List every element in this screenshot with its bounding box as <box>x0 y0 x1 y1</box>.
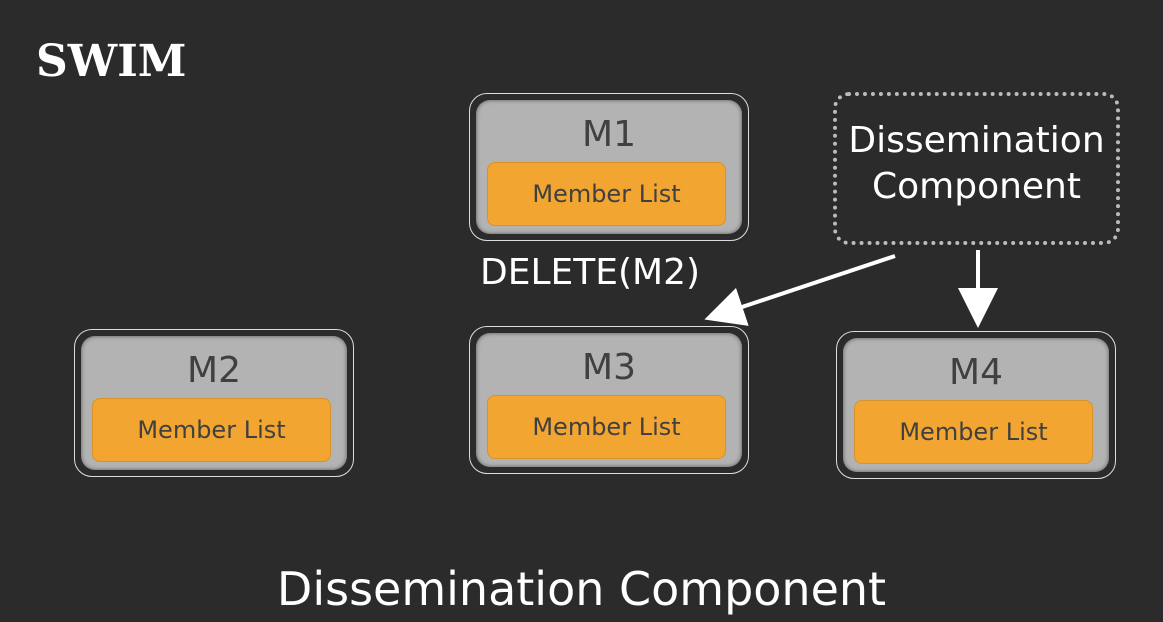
node-label: M1 <box>582 114 636 155</box>
member-list: Member List <box>92 398 331 462</box>
node-label: M4 <box>949 352 1003 393</box>
node-label: M2 <box>187 350 241 391</box>
arrow-to-m3 <box>704 254 896 326</box>
node-m4: M4 Member List <box>836 331 1116 479</box>
dissemination-line2: Component <box>871 166 1081 207</box>
dissemination-line1: Dissemination <box>848 120 1105 161</box>
member-list: Member List <box>487 395 726 459</box>
member-list: Member List <box>487 162 726 226</box>
dissemination-component-box: Dissemination Component <box>833 92 1120 245</box>
delete-message-label: DELETE(M2) <box>480 252 701 293</box>
node-m1: M1 Member List <box>469 93 749 241</box>
node-m2: M2 Member List <box>74 329 354 477</box>
member-list: Member List <box>854 400 1093 464</box>
slide-title: SWIM <box>36 36 187 87</box>
caption: Dissemination Component <box>276 562 887 616</box>
node-label: M3 <box>582 347 636 388</box>
node-m3: M3 Member List <box>469 326 749 474</box>
